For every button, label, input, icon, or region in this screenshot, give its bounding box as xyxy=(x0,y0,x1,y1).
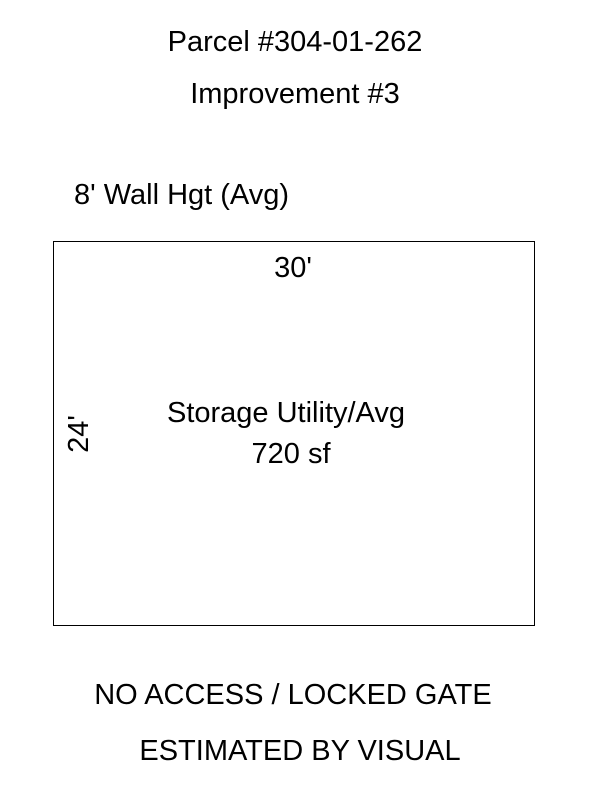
parcel-number-title: Parcel #304-01-262 xyxy=(167,26,423,58)
building-sketch: 30' 24' Storage Utility/Avg 720 sf xyxy=(53,241,535,626)
side-dimension-label: 24' xyxy=(63,415,95,453)
top-dimension-label: 30' xyxy=(274,252,312,284)
wall-height-label: 8' Wall Hgt (Avg) xyxy=(74,179,290,211)
access-note: NO ACCESS / LOCKED GATE xyxy=(94,679,492,711)
improvement-number-title: Improvement #3 xyxy=(190,78,400,110)
estimation-note: ESTIMATED BY VISUAL xyxy=(139,735,461,767)
building-outline xyxy=(53,241,535,626)
area-size-label: 720 sf xyxy=(252,438,332,470)
area-name-label: Storage Utility/Avg xyxy=(167,397,405,429)
